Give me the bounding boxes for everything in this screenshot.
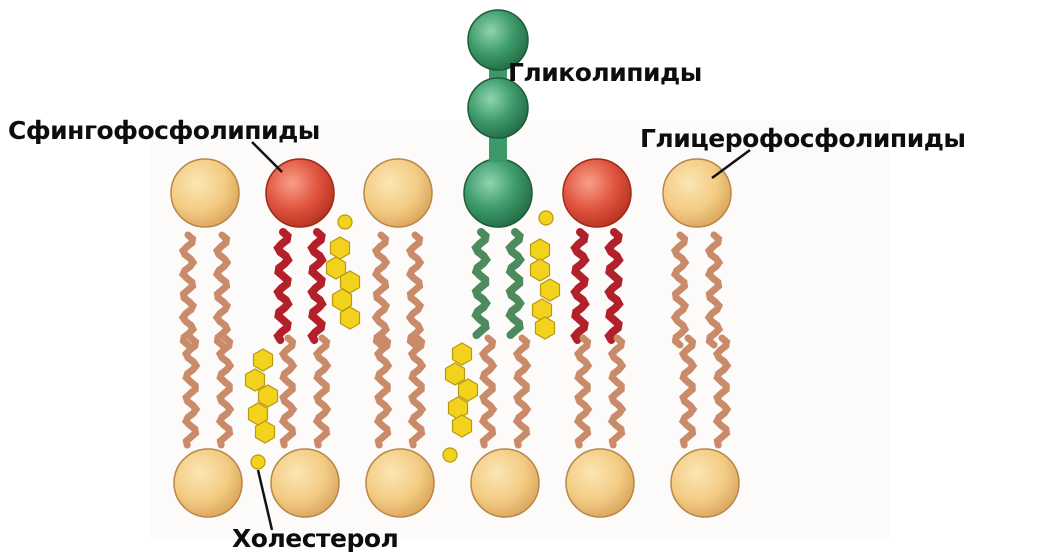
cholesterol-2-ring-3 xyxy=(533,299,552,321)
label-sphingophospholipids: Сфингофосфолипиды xyxy=(8,116,320,145)
cholesterol-1-ring-4 xyxy=(341,307,360,329)
top-head-green-3 xyxy=(464,159,532,227)
cholesterol-3-ring-4 xyxy=(256,421,275,443)
sugar-unit-2 xyxy=(468,78,528,138)
cholesterol-3-head xyxy=(251,455,265,469)
cholesterol-3-ring-0 xyxy=(254,349,273,371)
cholesterol-2-ring-1 xyxy=(531,259,550,281)
cholesterol-3-ring-1 xyxy=(246,369,265,391)
bottom-head-2 xyxy=(366,449,434,517)
cholesterol-2-ring-0 xyxy=(531,239,550,261)
cholesterol-4-ring-2 xyxy=(459,379,478,401)
cholesterol-3-ring-2 xyxy=(259,385,278,407)
cholesterol-1-ring-0 xyxy=(331,237,350,259)
cholesterol-4-ring-0 xyxy=(453,343,472,365)
top-head-tan-2 xyxy=(364,159,432,227)
bottom-head-4 xyxy=(566,449,634,517)
top-head-tan-0 xyxy=(171,159,239,227)
bottom-head-1 xyxy=(271,449,339,517)
cholesterol-2-ring-2 xyxy=(541,279,560,301)
bottom-head-5 xyxy=(671,449,739,517)
cholesterol-1-head xyxy=(338,215,352,229)
top-head-red-1 xyxy=(266,159,334,227)
bottom-head-3 xyxy=(471,449,539,517)
cholesterol-4-ring-3 xyxy=(449,397,468,419)
label-cholesterol: Холестерол xyxy=(232,524,398,553)
top-head-tan-5 xyxy=(663,159,731,227)
cholesterol-4-head xyxy=(443,448,457,462)
label-glycerophospholipids: Глицерофосфолипиды xyxy=(640,124,966,153)
cholesterol-4-ring-1 xyxy=(446,363,465,385)
cholesterol-2-head xyxy=(539,211,553,225)
top-head-red-4 xyxy=(563,159,631,227)
label-glycolipids: Гликолипиды xyxy=(508,58,702,87)
cholesterol-2-ring-4 xyxy=(536,317,555,339)
cholesterol-4-ring-4 xyxy=(453,415,472,437)
bottom-head-0 xyxy=(174,449,242,517)
